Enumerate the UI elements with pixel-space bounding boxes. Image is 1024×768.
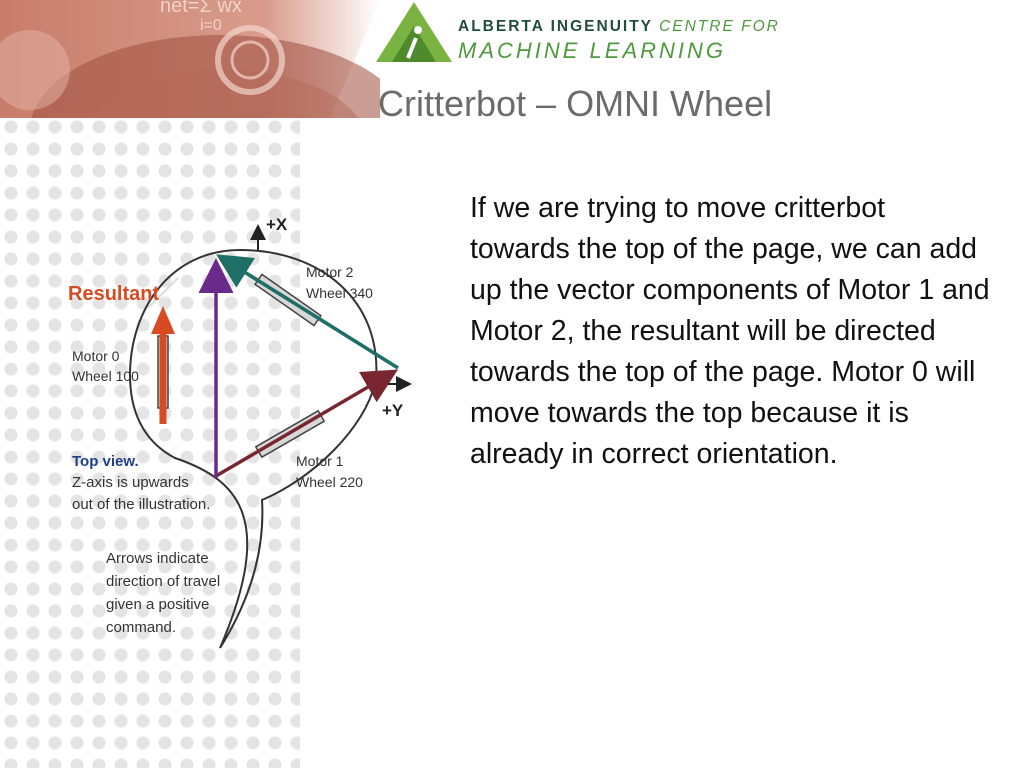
omni-wheel-diagram: +X +Y Resultant Motor 0 Wheel 100 Motor … (68, 215, 412, 649)
banner-formula-2: i=0 (200, 17, 222, 34)
dot-pattern (0, 112, 300, 768)
arrows-note-line4: command. (106, 619, 176, 636)
logo-triangle-icon (376, 2, 452, 62)
slide-body-text: If we are trying to move critterbot towa… (470, 192, 990, 470)
resultant-arrowhead (151, 306, 175, 334)
robot-outline (128, 248, 378, 649)
motor2-label-line1: Motor 2 (306, 264, 354, 280)
motor1-label-line2: Wheel 220 (296, 474, 363, 490)
motor2-label-line2: Wheel 340 (306, 285, 373, 301)
topview-line1: Top view. (72, 453, 139, 470)
resultant-label: Resultant (68, 283, 159, 305)
motor1-label-line1: Motor 1 (296, 453, 344, 469)
logo-text-line1: ALBERTA INGENUITY CENTRE FOR (458, 18, 780, 35)
slide-title: Critterbot – OMNI Wheel (378, 83, 773, 124)
logo-text-line2: MACHINE LEARNING (458, 38, 727, 63)
header-banner-image: net=Σ wx i=0 (0, 0, 380, 118)
motor0-label-line1: Motor 0 (72, 348, 120, 364)
arrows-note-line1: Arrows indicate (106, 550, 209, 567)
topview-line3: out of the illustration. (72, 496, 210, 513)
motor2-vector (216, 254, 399, 370)
motor0-label-line2: Wheel 100 (72, 368, 139, 384)
banner-formula-1: net=Σ wx (160, 0, 242, 17)
motor1-vector (215, 369, 399, 478)
aicml-logo: ALBERTA INGENUITY CENTRE FOR MACHINE LEA… (372, 0, 778, 66)
arrows-note-line2: direction of travel (106, 573, 220, 590)
axis-y-label: +Y (382, 401, 404, 420)
topview-line2: Z-axis is upwards (72, 474, 189, 491)
axis-x-label: +X (266, 215, 288, 234)
arrows-note-line3: given a positive (106, 596, 209, 613)
